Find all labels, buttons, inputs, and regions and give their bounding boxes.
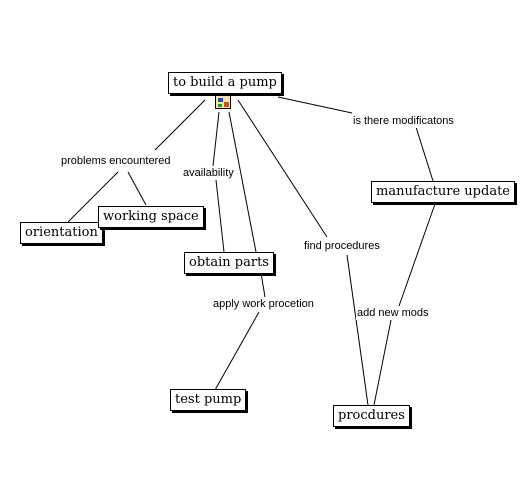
connector-line bbox=[212, 111, 220, 167]
connector-line bbox=[277, 96, 353, 114]
resource-icon-part bbox=[218, 104, 222, 107]
concept-node-obtain-parts[interactable]: obtain parts bbox=[184, 252, 274, 274]
concept-node-working-space[interactable]: working space bbox=[98, 206, 204, 228]
connector-line bbox=[260, 272, 266, 298]
connector-line bbox=[215, 179, 225, 253]
connector-line bbox=[127, 171, 147, 206]
concept-node-procedures[interactable]: procdures bbox=[333, 405, 410, 427]
connector-line bbox=[214, 311, 260, 391]
connector-line bbox=[67, 171, 119, 223]
connector-line bbox=[154, 99, 206, 151]
connector-line bbox=[415, 126, 434, 182]
connector-line bbox=[237, 99, 328, 238]
concept-node-test-pump[interactable]: test pump bbox=[170, 389, 247, 411]
resource-icon-part bbox=[218, 98, 223, 102]
concept-node-build-pump[interactable]: to build a pump bbox=[168, 72, 282, 94]
link-label-availability[interactable]: availability bbox=[182, 166, 235, 180]
link-label-work-procetion[interactable]: apply work procetion bbox=[212, 297, 315, 311]
resource-icon-part bbox=[224, 102, 229, 107]
link-label-find-procedures[interactable]: find procedures bbox=[303, 239, 381, 253]
concept-node-orientation[interactable]: orientation bbox=[20, 222, 103, 244]
image-resource-icon[interactable] bbox=[215, 95, 231, 109]
connector-line bbox=[373, 319, 392, 406]
link-label-new-mods[interactable]: add new mods bbox=[356, 306, 430, 320]
link-label-modifications[interactable]: is there modificatons bbox=[352, 114, 455, 128]
link-label-problems[interactable]: problems encountered bbox=[60, 154, 172, 168]
connector-line bbox=[398, 203, 436, 307]
concept-node-manufacture-update[interactable]: manufacture update bbox=[371, 181, 515, 203]
connector-line bbox=[346, 254, 369, 406]
connector-line bbox=[228, 111, 257, 253]
